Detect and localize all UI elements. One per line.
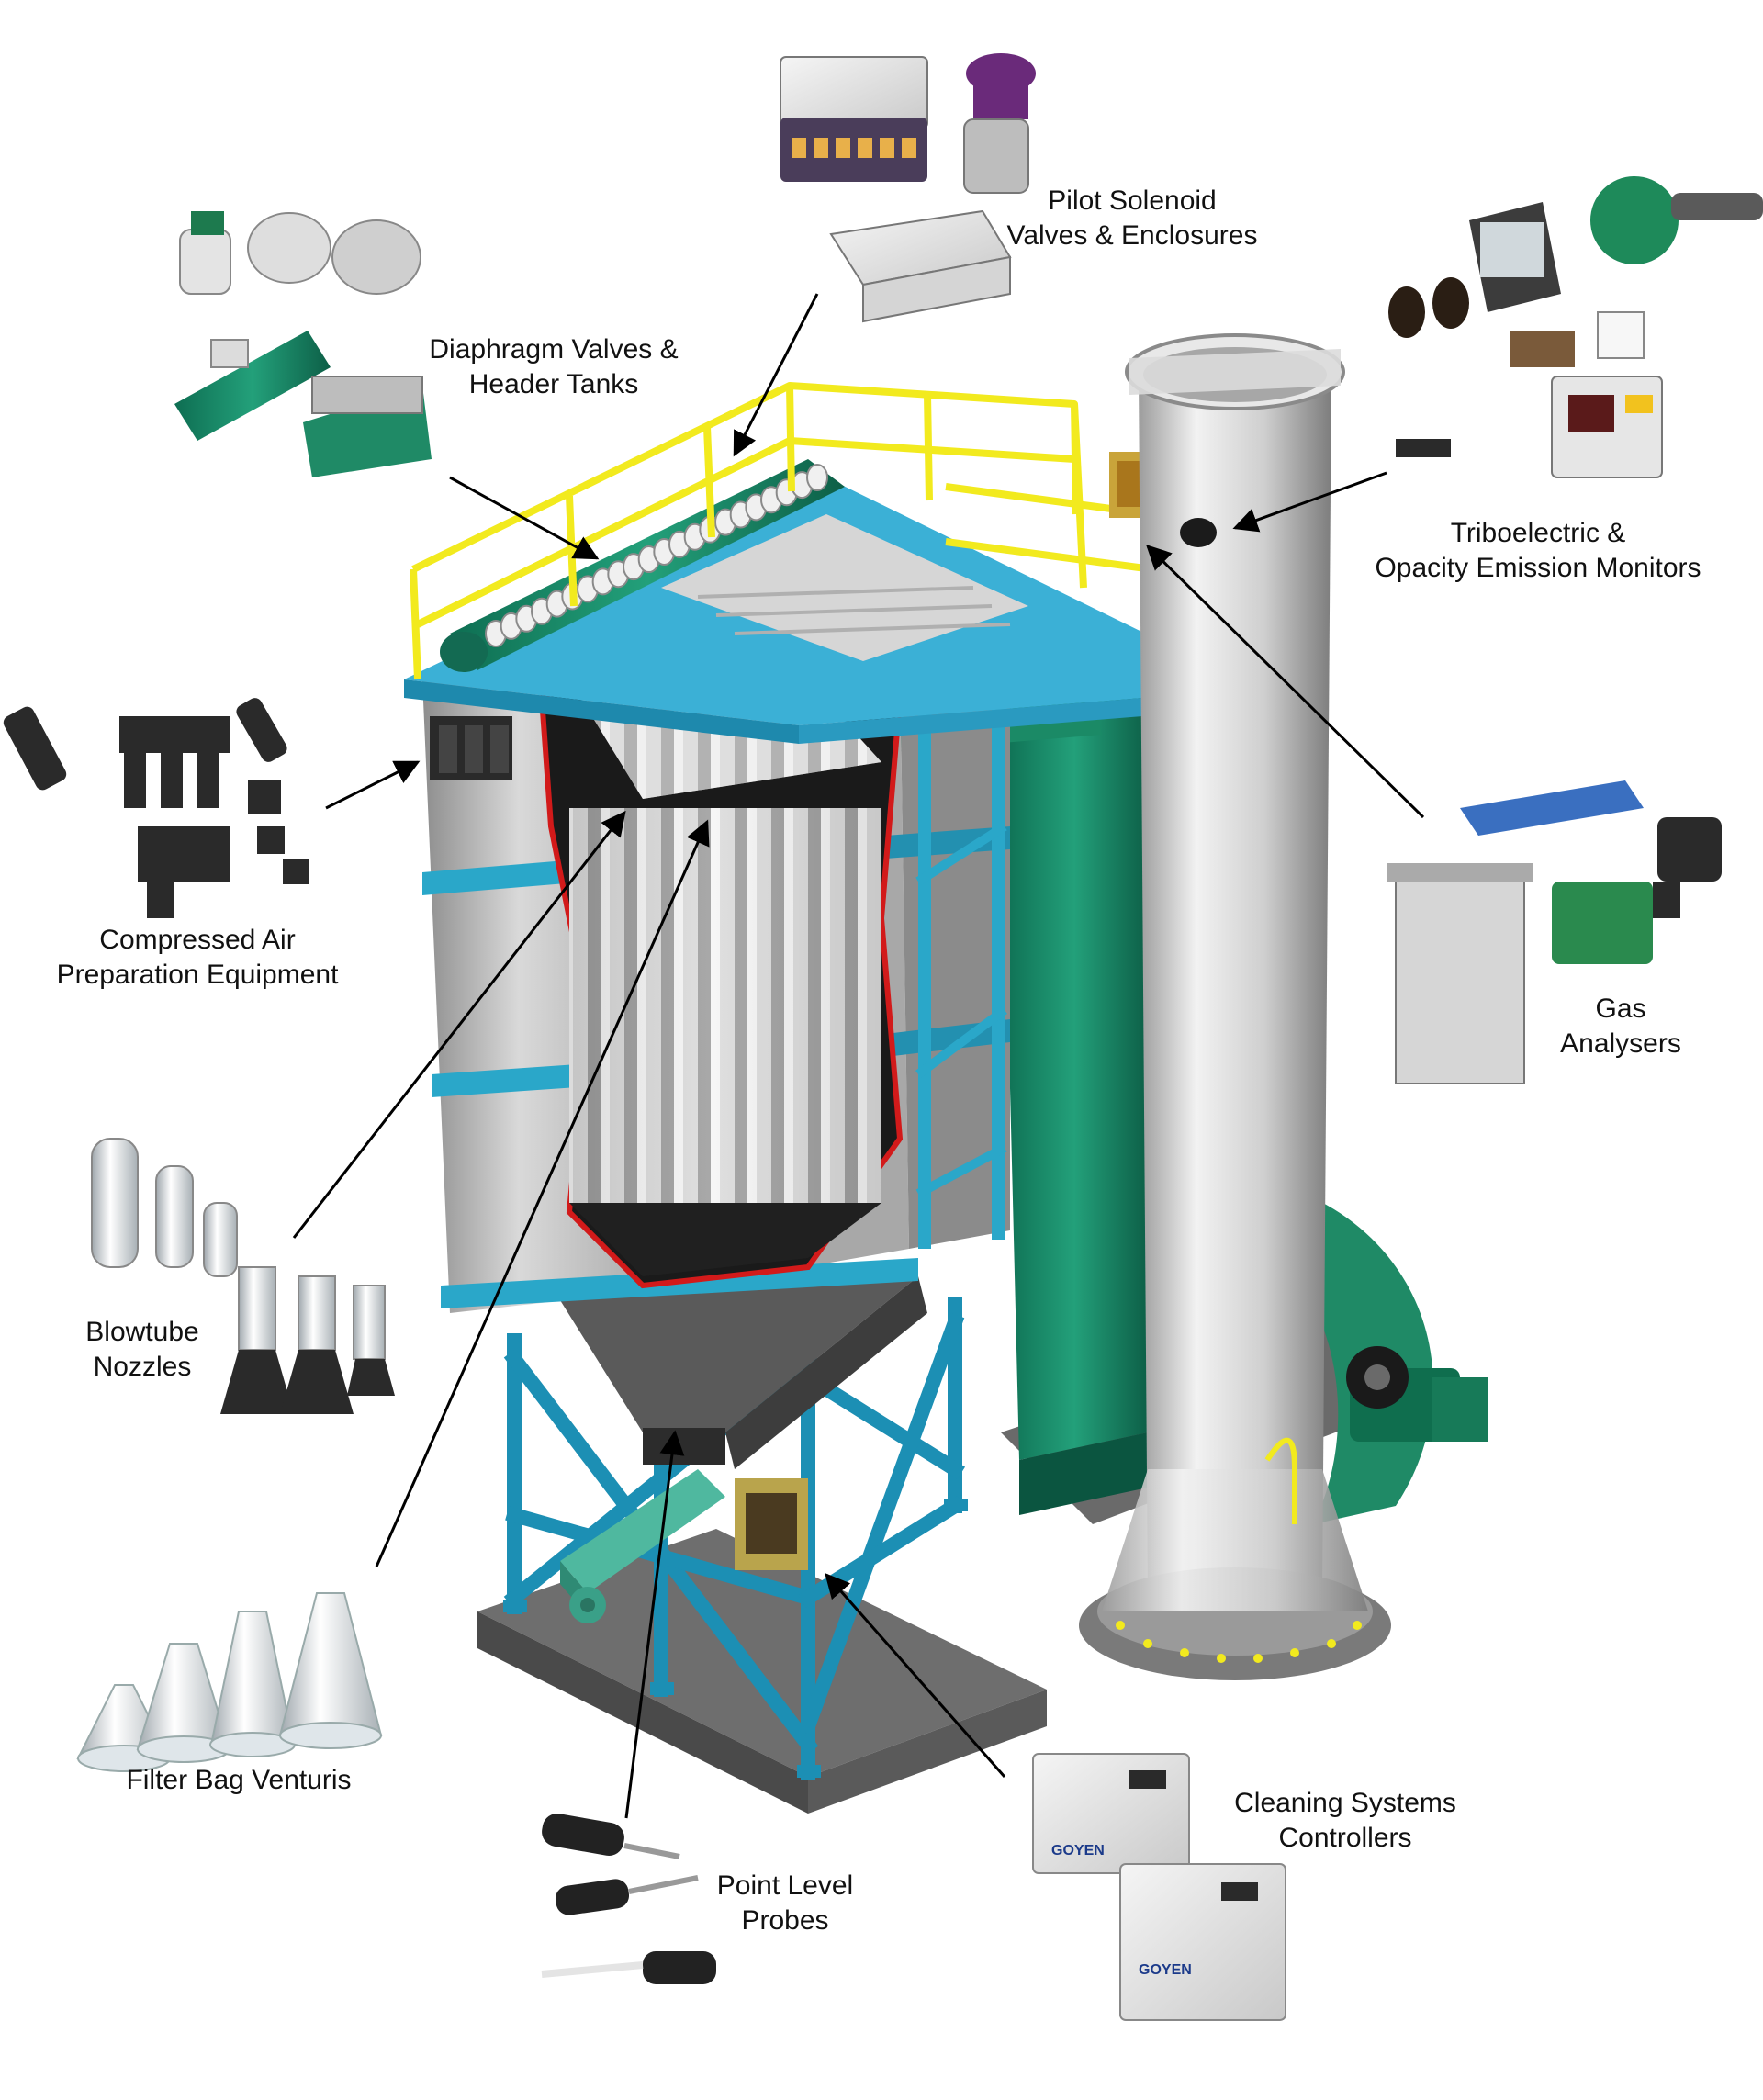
cleaning-controllers-image: GOYEN GOYEN <box>1032 1753 1286 2021</box>
gas-analysers-image <box>1387 780 1722 1084</box>
label-probes-line2: Probes <box>741 1905 829 1936</box>
solenoid-terminal <box>902 138 916 158</box>
solenoid-terminal <box>814 138 828 158</box>
label-compressed-line2: Preparation Equipment <box>56 960 339 990</box>
label-pilot-solenoid-line2: Valves & Enclosures <box>1006 220 1258 251</box>
label-diaphragm-line2: Header Tanks <box>468 369 639 399</box>
label-gas-line2: Analysers <box>1560 1028 1681 1059</box>
filter-bag-venturis-image <box>76 1592 383 1772</box>
label-diaphragm-valves: Diaphragm Valves & Header Tanks <box>402 332 705 402</box>
label-venturis-line1: Filter Bag Venturis <box>126 1765 352 1795</box>
leader-pilot-solenoid <box>733 293 819 457</box>
leader-venturis <box>375 819 710 1567</box>
label-probes-line1: Point Level <box>716 1870 854 1901</box>
label-cleaning-controllers: Cleaning Systems Controllers <box>1203 1786 1488 1856</box>
leader-probes <box>624 1430 685 1819</box>
housing-air-prep-unit <box>430 716 512 780</box>
label-point-level-probes: Point Level Probes <box>684 1869 886 1938</box>
point-level-probes-image <box>541 1813 716 1984</box>
diaphragm-valves-image <box>174 211 432 477</box>
label-diaphragm-line1: Diaphragm Valves & <box>429 334 679 365</box>
level-control-box <box>735 1478 808 1570</box>
leader-compressed-air <box>325 760 421 810</box>
hopper <box>551 1276 927 1469</box>
label-gas-analysers: Gas Analysers <box>1524 992 1717 1061</box>
label-filter-bag-venturis: Filter Bag Venturis <box>101 1763 376 1798</box>
label-blowtube-line1: Blowtube <box>85 1317 199 1347</box>
cutaway-interior <box>538 639 904 1289</box>
leader-controllers <box>825 1572 1006 1778</box>
label-pilot-solenoid-line1: Pilot Solenoid <box>1048 185 1217 216</box>
leader-diaphragm <box>449 476 600 560</box>
exhaust-stack <box>1079 333 1391 1680</box>
label-controllers-line1: Cleaning Systems <box>1234 1788 1456 1818</box>
controller-brand-text-1: GOYEN <box>1051 1843 1105 1859</box>
label-controllers-line2: Controllers <box>1278 1823 1412 1853</box>
solenoid-terminal <box>836 138 850 158</box>
blowtube-nozzles-image <box>91 1138 395 1414</box>
leader-tribo-1 <box>1232 471 1387 533</box>
label-compressed-air: Compressed Air Preparation Equipment <box>28 923 367 993</box>
leg-feet <box>503 1499 968 1778</box>
label-blowtube-nozzles: Blowtube Nozzles <box>55 1315 230 1385</box>
label-blowtube-line2: Nozzles <box>93 1352 192 1382</box>
label-tribo-line1: Triboelectric & <box>1450 518 1626 548</box>
compressed-air-equipment-image <box>3 698 309 918</box>
solenoid-terminal <box>792 138 806 158</box>
controller-brand-text-2: GOYEN <box>1139 1962 1192 1978</box>
emission-monitors-image <box>1388 176 1763 478</box>
label-gas-line1: Gas <box>1595 994 1646 1024</box>
diaphragm-valve <box>806 464 828 491</box>
pilot-solenoid-enclosures-image <box>780 53 1036 323</box>
leader-gas-analysers <box>1146 545 1425 819</box>
screw-conveyor <box>560 1469 725 1623</box>
callout-lines <box>292 293 1425 1819</box>
diaphragm-valve-row <box>485 464 828 647</box>
leader-blowtube <box>292 810 626 1239</box>
label-compressed-line1: Compressed Air <box>99 925 296 955</box>
label-tribo-line2: Opacity Emission Monitors <box>1375 553 1701 583</box>
solenoid-terminal <box>880 138 894 158</box>
solenoid-terminal <box>858 138 872 158</box>
label-pilot-solenoid: Pilot Solenoid Valves & Enclosures <box>990 184 1275 253</box>
label-emission-monitors: Triboelectric & Opacity Emission Monitor… <box>1350 516 1726 586</box>
